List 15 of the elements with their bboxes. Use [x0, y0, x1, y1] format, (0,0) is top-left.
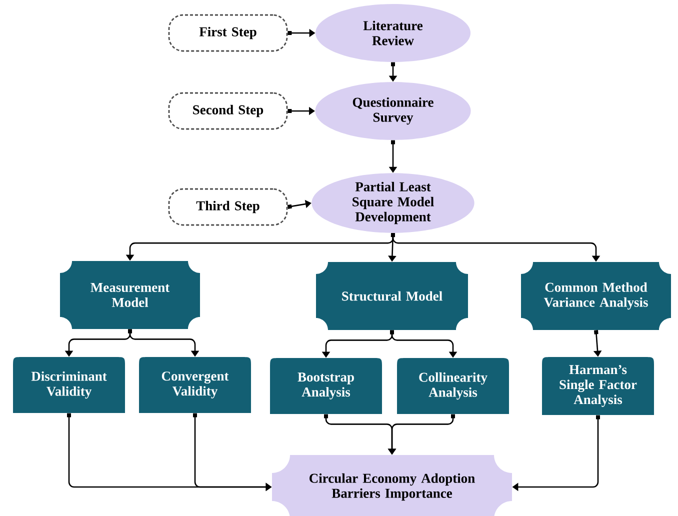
- process-oval: Questionnaire Survey: [315, 82, 471, 140]
- step-label: Second Step: [168, 92, 288, 130]
- process-oval: Literature Review: [316, 4, 470, 62]
- process-oval: Partial Least Square Model Development: [312, 173, 474, 233]
- step-label: Third Step: [168, 188, 288, 226]
- analysis-box: Collinearity Analysis: [397, 358, 509, 414]
- model-box: Measurement Model: [60, 261, 200, 329]
- analysis-box: Harman’s Single Factor Analysis: [542, 357, 654, 415]
- analysis-box: Bootstrap Analysis: [270, 358, 382, 414]
- analysis-box: Discriminant Validity: [13, 357, 125, 413]
- analysis-box: Convergent Validity: [139, 357, 251, 413]
- model-box: Structural Model: [316, 262, 468, 330]
- model-box: Common Method Variance Analysis: [521, 262, 671, 330]
- step-label: First Step: [168, 14, 288, 52]
- result-box: Circular Economy Adoption Barriers Importance: [272, 455, 512, 516]
